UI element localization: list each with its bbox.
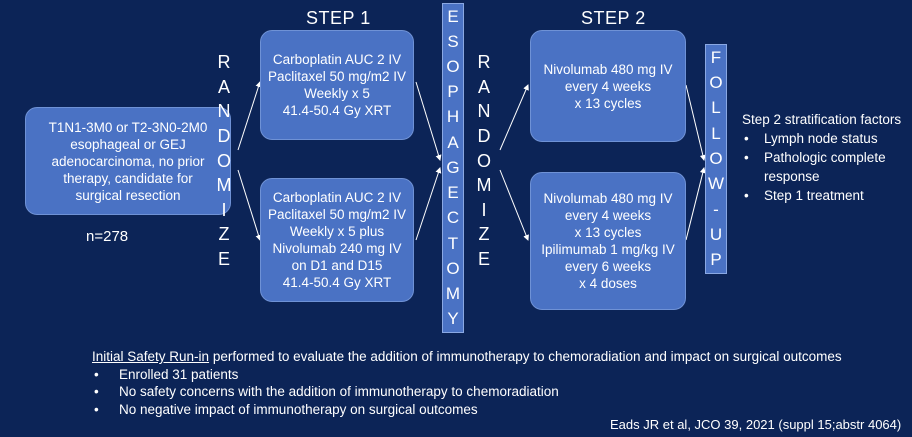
randomize-letter: N	[477, 101, 491, 122]
arm2b-line: Ipilimumab 1 mg/kg IV	[541, 242, 675, 257]
randomize-letter: A	[477, 76, 490, 97]
esophagectomy-bar: E S O P H A G E C T O M Y	[442, 3, 464, 333]
esophagectomy-letter: O	[446, 57, 460, 77]
population-line: esophageal or GEJ	[70, 136, 186, 152]
arm2b-line: every 6 weeks	[564, 259, 652, 274]
safety-item: No safety concerns with the addition of …	[92, 383, 882, 401]
arm2a-box: Nivolumab 480 mg IV every 4 weeks x 13 c…	[530, 30, 686, 142]
followup-letter: L	[711, 98, 721, 118]
sample-size: n=278	[86, 228, 129, 245]
esophagectomy-letter: A	[447, 132, 459, 152]
arrow-randomize2-to-arm2b	[499, 169, 529, 241]
population-line: T1N1-3M0 or T2-3N0-2M0	[48, 119, 208, 135]
esophagectomy-letter: T	[447, 233, 459, 253]
esophagectomy-letter: Y	[447, 309, 459, 329]
step1-label: STEP 1	[306, 8, 371, 28]
arm1a-box: Carboplatin AUC 2 IV Paclitaxel 50 mg/m2…	[260, 30, 414, 140]
arm1a-line: Carboplatin AUC 2 IV	[272, 52, 402, 67]
arm2b-line: Nivolumab 480 mg IV	[543, 191, 673, 206]
arrow-randomize2-to-arm2a	[499, 84, 529, 151]
population-line: adenocarcinoma, no prior	[51, 153, 205, 169]
esophagectomy-letter: O	[446, 258, 460, 278]
follow-up-bar: F O L L O W - U P	[705, 44, 727, 274]
safety-intro-text: performed to evaluate the addition of im…	[209, 349, 842, 364]
arm1b-line: Carboplatin AUC 2 IV	[272, 190, 402, 205]
arrow-randomize1-to-arm1b	[237, 169, 262, 241]
safety-item: No negative impact of immunotherapy on s…	[92, 401, 882, 419]
randomize-letter: I	[221, 199, 227, 220]
randomize-letter: O	[476, 150, 491, 171]
followup-letter: L	[711, 123, 721, 143]
arrow-randomize1-to-arm1a	[237, 81, 262, 151]
arrow-arm2a-to-followup	[685, 84, 706, 161]
safety-run-in-heading: Initial Safety Run-in	[92, 349, 210, 364]
arrow-arm1b-to-surgery	[415, 167, 442, 241]
arrow-arm2b-to-followup	[685, 167, 706, 241]
arm2b-line: x 13 cycles	[574, 225, 642, 240]
arm2b-box: Nivolumab 480 mg IV every 4 weeks x 13 c…	[530, 172, 686, 310]
arm1a-line: Weekly x 5	[304, 86, 370, 101]
esophagectomy-letter: C	[446, 208, 460, 228]
esophagectomy-letter: M	[445, 284, 461, 304]
randomize-letter: O	[216, 150, 231, 171]
esophagectomy-letter: S	[447, 31, 459, 51]
randomize-letter: R	[217, 52, 231, 72]
esophagectomy-letter: E	[447, 183, 459, 203]
esophagectomy-letter: P	[447, 82, 459, 102]
followup-letter: P	[710, 250, 722, 270]
esophagectomy-letter: E	[447, 6, 459, 26]
randomize-step2: R A N D O M I Z E	[474, 52, 494, 270]
population-box: T1N1-3M0 or T2-3N0-2M0 esophageal or GEJ…	[25, 107, 231, 215]
citation: Eads JR et al, JCO 39, 2021 (suppl 15;ab…	[610, 417, 902, 432]
randomize-letter: Z	[478, 224, 490, 245]
randomize-letter: Z	[218, 224, 230, 245]
arm1b-box: Carboplatin AUC 2 IV Paclitaxel 50 mg/m2…	[260, 178, 414, 302]
safety-intro: Initial Safety Run-in performed to evalu…	[92, 348, 882, 366]
randomize-letter: R	[477, 52, 491, 72]
stratification-factors: Step 2 stratification factors Lymph node…	[742, 110, 907, 205]
randomize-letter: E	[477, 249, 490, 269]
esophagectomy-letter: H	[446, 107, 460, 127]
population-line: therapy, candidate for	[63, 170, 193, 186]
followup-letter: O	[709, 148, 723, 168]
followup-letter: F	[710, 47, 722, 67]
randomize-step1: R A N D O M I Z E	[214, 52, 234, 270]
randomize-letter: A	[217, 76, 230, 97]
randomize-letter: E	[217, 249, 230, 269]
stratification-item: Step 1 treatment	[742, 186, 907, 205]
arm1b-line: Nivolumab 240 mg IV	[272, 241, 402, 256]
arm1a-line: 41.4-50.4 Gy XRT	[282, 103, 392, 118]
arm1a-line: Paclitaxel 50 mg/m2 IV	[267, 69, 407, 84]
randomize-letter: D	[217, 125, 231, 146]
safety-run-in-section: Initial Safety Run-in performed to evalu…	[92, 348, 882, 418]
randomize-letter: N	[217, 101, 231, 122]
followup-letter: -	[713, 199, 719, 219]
population-line: surgical resection	[75, 187, 181, 203]
arm1b-line: on D1 and D15	[291, 258, 383, 273]
stratification-item: Lymph node status	[742, 129, 907, 148]
arm1b-line: 41.4-50.4 Gy XRT	[282, 275, 392, 290]
followup-letter: W	[707, 174, 725, 194]
arm2b-line: x 4 doses	[579, 276, 637, 291]
arm1b-line: Paclitaxel 50 mg/m2 IV	[267, 207, 407, 222]
arm2b-line: every 4 weeks	[564, 208, 652, 223]
arrow-arm1a-to-surgery	[415, 81, 442, 161]
followup-letter: U	[709, 224, 723, 244]
stratification-title: Step 2 stratification factors	[742, 112, 902, 127]
population-lines: T1N1-3M0 or T2-3N0-2M0 esophageal or GEJ…	[49, 119, 208, 204]
step2-label: STEP 2	[581, 8, 646, 28]
arm2a-line: x 13 cycles	[574, 95, 642, 111]
safety-item: Enrolled 31 patients	[92, 366, 882, 384]
followup-letter: O	[709, 72, 723, 92]
esophagectomy-letter: G	[446, 157, 460, 177]
randomize-letter: M	[476, 175, 492, 196]
randomize-letter: I	[481, 199, 487, 220]
arm2a-line: every 4 weeks	[564, 78, 652, 94]
arm1b-line: Weekly x 5 plus	[289, 224, 385, 239]
randomize-letter: M	[216, 175, 232, 196]
stratification-item: Pathologic complete response	[742, 148, 907, 186]
randomize-letter: D	[477, 125, 491, 146]
arm2a-line: Nivolumab 480 mg IV	[543, 61, 673, 77]
